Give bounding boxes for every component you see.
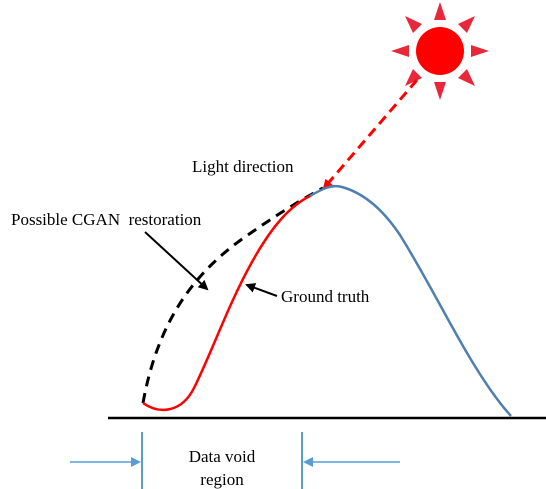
ground-truth-pointer-arrow	[245, 283, 278, 297]
cgan-restoration-curve	[141, 186, 324, 404]
restoration-pointer-arrow	[144, 231, 209, 291]
data-void-label-line1: Data void	[189, 447, 256, 466]
sun-rays	[391, 2, 489, 100]
sun-icon	[391, 2, 489, 100]
light-direction-ray	[322, 79, 419, 190]
data-void-label-line2: region	[200, 470, 244, 489]
sun-body	[416, 27, 464, 75]
possible-restoration-label: Possible CGAN restoration	[11, 210, 202, 229]
ground-truth-void-curve	[142, 194, 311, 412]
ground-truth-label: Ground truth	[281, 287, 370, 306]
terrain-profile-curve	[309, 184, 512, 417]
light-direction-label: Light direction	[192, 157, 294, 176]
